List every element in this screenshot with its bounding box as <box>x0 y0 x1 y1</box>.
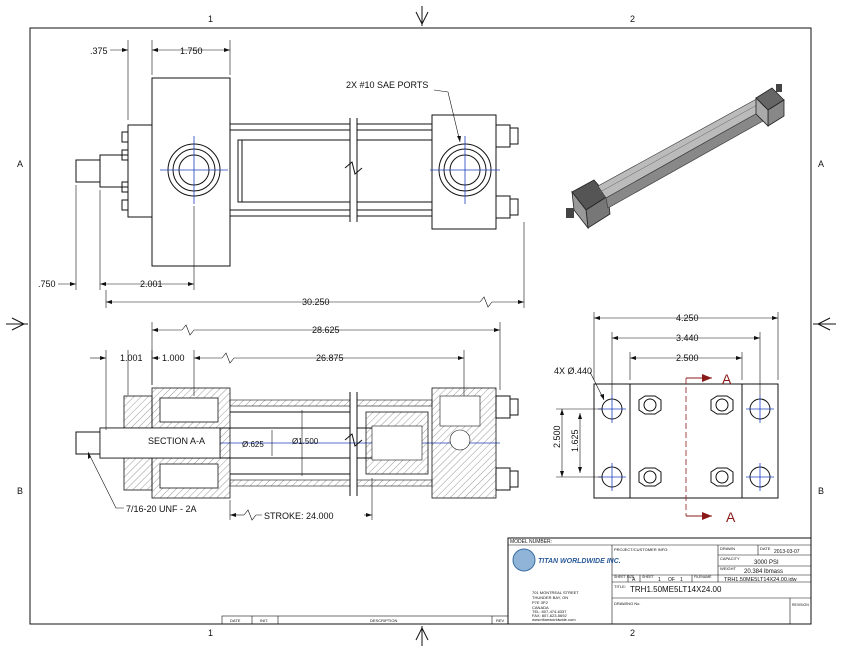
dim-2001: 2.001 <box>140 279 163 289</box>
company-logo <box>512 548 536 572</box>
centering-mark-right <box>813 317 836 331</box>
zone-label: A <box>818 159 824 169</box>
of-value: 1 <box>680 577 683 583</box>
dim-1000: 1.000 <box>162 353 185 363</box>
weight-label: WEIGHT <box>720 566 737 571</box>
stroke-label: STROKE: 24.000 <box>264 511 334 521</box>
section-mark-top: A <box>722 371 732 387</box>
filename-value: TRH1.50ME5LT14X24.00.idw <box>724 577 797 583</box>
title-value: TRH1.50ME5LT14X24.00 <box>630 585 722 594</box>
rev-init: INIT. <box>260 618 268 623</box>
dim-3440: 3.440 <box>676 333 699 343</box>
zone-label: 2 <box>630 628 635 638</box>
dim-2500-v: 2.500 <box>552 425 562 448</box>
centering-mark-left <box>6 317 28 331</box>
section-label: SECTION A-A <box>148 436 205 446</box>
rev-rev: REV <box>496 618 505 623</box>
capacity-label: CAPACITY <box>720 556 740 561</box>
zone-label: 2 <box>630 14 635 24</box>
capacity-value: 3000 PSI <box>754 560 779 566</box>
address-line: CANADA <box>532 605 549 610</box>
dim-1750: 1.750 <box>180 46 203 56</box>
of-label: OF <box>668 577 675 583</box>
sheet-label: SHEET <box>642 575 655 579</box>
web: www.titanworldwide.com <box>532 617 576 622</box>
address-line: THUNDER BAY, ON <box>532 595 568 600</box>
drawing-no-label: DRAWING No. <box>614 601 641 606</box>
centering-mark-bottom <box>415 626 429 646</box>
title-label: TITLE: <box>614 584 626 589</box>
rev-desc: DESCRIPTION <box>370 618 397 623</box>
centering-mark-top <box>415 6 429 26</box>
holes-label: 4X Ø.440 <box>554 366 592 376</box>
dim-30250: 30.250 <box>302 297 330 307</box>
drawn-label: DRAWN <box>720 546 735 551</box>
section-view: SECTION A-A Ø.625 Ø1.500 28.625 1.001 1.… <box>75 322 519 521</box>
company-name: TITAN WORLDWIDE INC. <box>538 558 621 565</box>
zone-label: A <box>17 159 23 169</box>
filename-label: FILENAME <box>694 575 712 579</box>
isometric-view <box>566 84 785 230</box>
section-mark-bottom: A <box>726 509 736 525</box>
top-view: .375 1.750 .750 2.001 30.250 2X #10 SAE … <box>38 40 525 308</box>
revision-label: REVISION <box>792 603 809 607</box>
dim-1001: 1.001 <box>120 353 143 363</box>
rev-date: DATE <box>230 618 241 623</box>
sheet-size-label: SHEET SIZE <box>614 575 635 579</box>
fax: FAX: 807-623-5692 <box>532 613 567 618</box>
sheet-border <box>29 27 812 625</box>
date-label: DATE <box>760 546 771 551</box>
dim-28625: 28.625 <box>312 325 340 335</box>
zone-label: 1 <box>208 628 213 638</box>
title-block: MODEL NUMBER: TITAN WORLDWIDE INC. 701 M… <box>507 537 812 625</box>
model-number-label: MODEL NUMBER: <box>510 539 552 545</box>
weight-value: 20.384 lbmass <box>744 569 783 575</box>
project-label: PROJECT/CUSTOMER INFO: <box>614 547 668 552</box>
zone-label: B <box>818 486 824 496</box>
dim-4250: 4.250 <box>676 313 699 323</box>
tel: TEL: 807-474-6337 <box>532 609 567 614</box>
end-view: A A 4.250 3.440 2.500 4X Ø.440 2.500 1.6… <box>552 312 779 525</box>
ports-label: 2X #10 SAE PORTS <box>346 80 428 90</box>
sheet-size-value: A <box>632 577 636 583</box>
dim-26875: 26.875 <box>316 353 344 363</box>
zone-label: 1 <box>208 14 213 24</box>
dim-2500-h: 2.500 <box>676 353 699 363</box>
date-value: 2013-03-07 <box>774 549 800 555</box>
sheet-value: 1 <box>658 577 661 583</box>
address-line: 701 MONTREAL STREET <box>532 590 579 595</box>
dim-375: .375 <box>90 46 108 56</box>
dim-750: .750 <box>38 279 56 289</box>
dim-1625: 1.625 <box>570 429 580 452</box>
dia-rod: Ø.625 <box>242 440 264 449</box>
thread-label: 7/16-20 UNF - 2A <box>126 504 197 514</box>
dia-bore: Ø1.500 <box>292 437 319 446</box>
revision-strip: DATE INIT. DESCRIPTION REV <box>221 615 509 625</box>
zone-label: B <box>17 486 23 496</box>
address-line: P7E 3P2 <box>532 600 549 605</box>
